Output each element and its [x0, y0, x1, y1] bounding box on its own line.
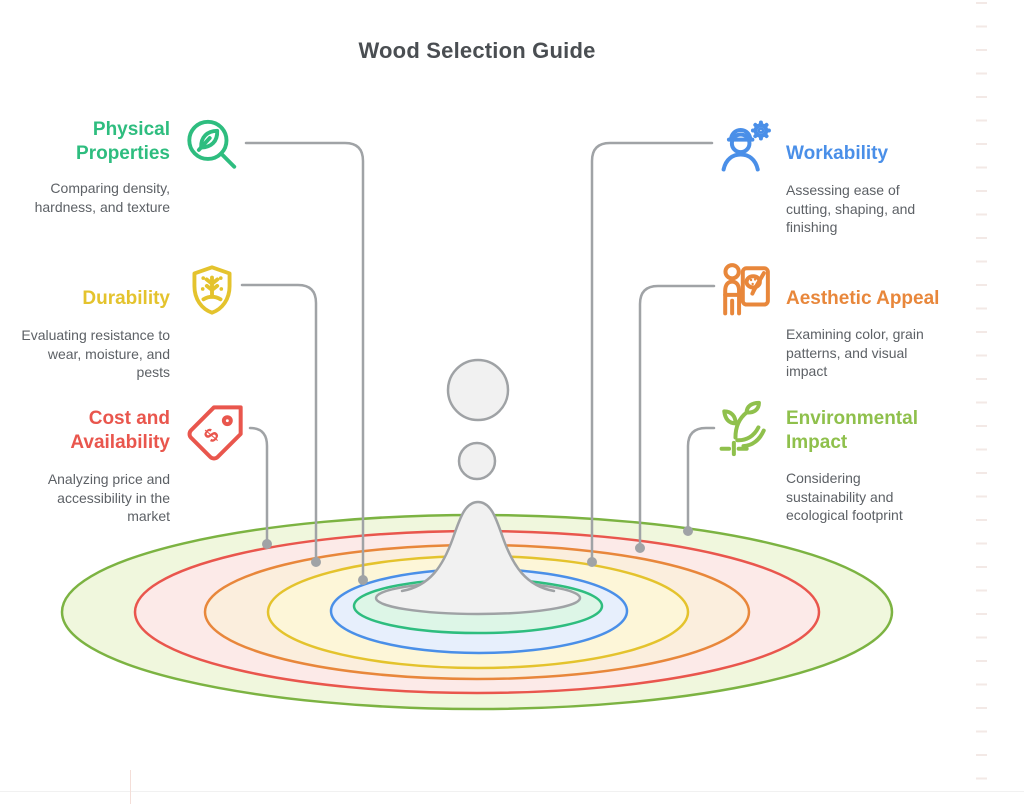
- connector-cost-availability: [248, 426, 269, 541]
- droplet-large: [446, 358, 510, 422]
- item-desc-aesthetic-appeal: Examining color, grain patterns, and vis…: [786, 326, 924, 379]
- shield-tree-icon: [181, 259, 243, 321]
- connector-physical-properties: [244, 141, 365, 577]
- item-desc-environmental-impact: Considering sustainability and ecologica…: [786, 470, 903, 523]
- item-heading-aesthetic-appeal: Aesthetic Appeal: [786, 288, 940, 309]
- sprout-icon: [712, 397, 776, 461]
- dot-environmental-impact: [683, 526, 693, 536]
- item-desc-physical-properties: Comparing density, hardness, and texture: [34, 180, 170, 215]
- connector-durability: [240, 283, 318, 559]
- dot-workability: [587, 557, 597, 567]
- item-heading-durability: Durability: [82, 288, 170, 309]
- decor-bottom-tick: [130, 770, 131, 804]
- dot-cost-availability: [262, 539, 272, 549]
- price-tag-icon: $: [182, 402, 246, 466]
- connector-workability: [590, 141, 714, 559]
- dollar-glyph: $: [200, 424, 224, 447]
- worker-gear-icon: [714, 114, 778, 178]
- leaf-magnifier-icon: [180, 114, 242, 176]
- item-heading-physical-properties: Physical Properties: [76, 119, 170, 164]
- item-heading-cost-availability: Cost and Availability: [70, 408, 170, 453]
- splash-peak: [400, 500, 556, 593]
- item-heading-environmental-impact: Environmental Impact: [786, 408, 918, 453]
- item-desc-workability: Assessing ease of cutting, shaping, and …: [786, 182, 916, 235]
- gear-glyph: [750, 120, 771, 141]
- dot-aesthetic-appeal: [635, 543, 645, 553]
- page-title: Wood Selection Guide: [358, 38, 596, 63]
- connector-lines: [240, 141, 716, 585]
- item-heading-workability: Workability: [786, 143, 889, 164]
- dot-durability: [311, 557, 321, 567]
- item-desc-cost-availability: Analyzing price and accessibility in the…: [47, 471, 170, 524]
- water-splash: [400, 358, 556, 593]
- droplet-small: [457, 441, 497, 481]
- decor-dash-column: [976, 2, 987, 790]
- item-desc-durability: Evaluating resistance to wear, moisture,…: [21, 327, 170, 380]
- decor-bottom-line: [0, 791, 1024, 792]
- connector-environmental-impact: [686, 426, 716, 528]
- dot-physical-properties: [358, 575, 368, 585]
- artist-canvas-icon: [714, 256, 778, 320]
- connector-aesthetic-appeal: [638, 284, 716, 545]
- connector-dots: [262, 526, 693, 585]
